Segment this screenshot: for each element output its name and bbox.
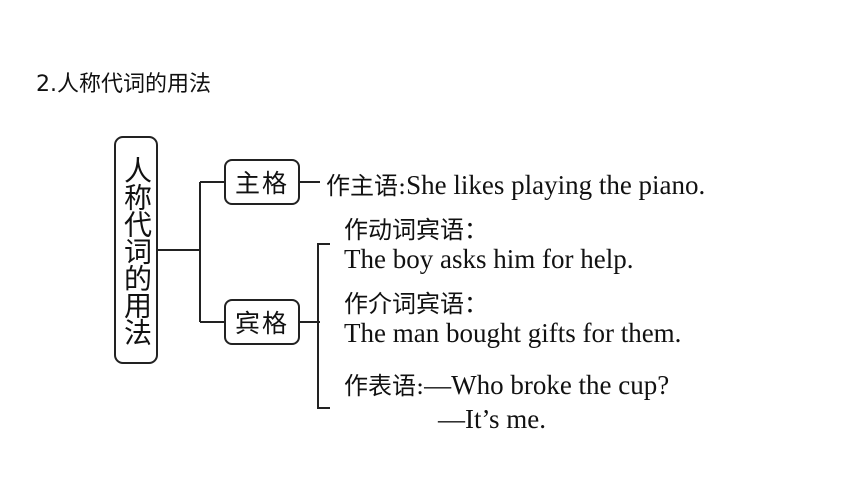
predicative-example-line1: —Who broke the cup? xyxy=(424,370,670,400)
predicative-example-line2: —It’s me. xyxy=(438,404,546,434)
subject-example: She likes playing the piano. xyxy=(406,170,706,200)
prep-object-example: The man bought gifts for them. xyxy=(344,318,682,348)
nominative-case-box: 主格 xyxy=(224,159,300,205)
page-title: 2.人称代词的用法 xyxy=(36,72,211,97)
subject-usage-line: 作主语:She likes playing the piano. xyxy=(326,166,705,201)
prep-object-usage-label: 作介词宾语： xyxy=(344,290,488,318)
predicative-usage-line: 作表语:—Who broke the cup? xyxy=(344,366,669,401)
verb-object-example: The boy asks him for help. xyxy=(344,244,634,274)
nominative-case-label: 主格 xyxy=(234,169,289,198)
objective-case-box: 宾格 xyxy=(224,299,300,345)
objective-case-label: 宾格 xyxy=(234,309,289,338)
predicative-usage-label: 作表语: xyxy=(344,372,425,400)
root-node: 人称代词的用法 xyxy=(114,136,158,364)
subject-usage-label: 作主语: xyxy=(326,172,407,200)
verb-object-usage-label: 作动词宾语： xyxy=(344,216,488,244)
root-label: 人称代词的用法 xyxy=(120,155,153,345)
